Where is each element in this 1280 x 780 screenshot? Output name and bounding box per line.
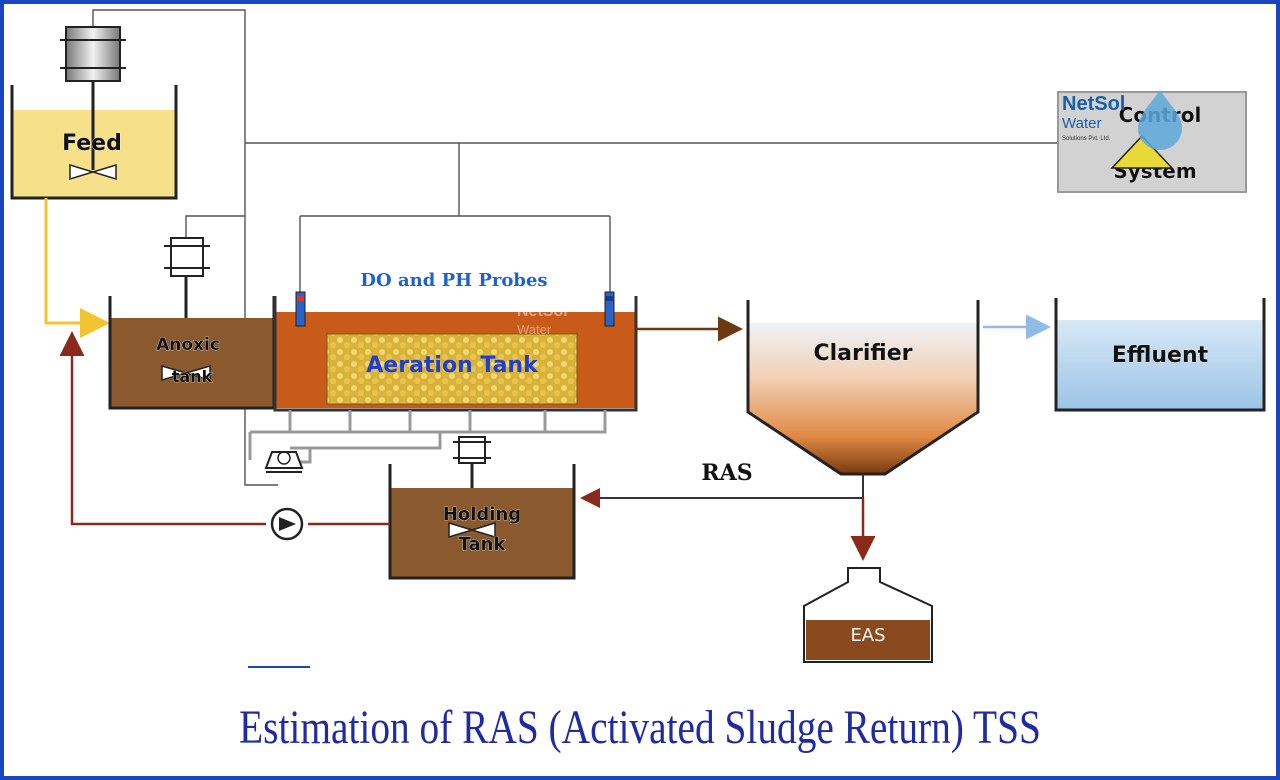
holding-tank: Holding Tank (388, 464, 576, 580)
watermark-name: NetSol (517, 303, 568, 320)
process-diagram: Feed Control System NetSol Water Solutio… (10, 9, 1266, 668)
clarifier: Clarifier (746, 300, 980, 476)
do-probe-icon (295, 291, 306, 327)
anoxic-tank: Anoxic tank (108, 296, 276, 410)
logo-name: NetSol (1062, 93, 1125, 115)
pump-icon (270, 507, 304, 541)
feed-tank: Feed (10, 80, 178, 200)
diagram-caption: Estimation of RAS (Activated Sludge Retu… (239, 701, 1041, 754)
eas-label: EAS (850, 625, 885, 646)
water-drop-icon (1138, 90, 1182, 150)
logo-tagline: Solutions Pvt. Ltd. (1062, 136, 1111, 142)
aeration-label: Aeration Tank (366, 353, 539, 378)
aeration-tank: Aeration Tank NetSol Water (273, 296, 638, 412)
clarifier-label: Clarifier (814, 341, 913, 366)
effluent-label: Effluent (1112, 343, 1209, 368)
signal-lines (92, 9, 1058, 486)
air-diffuser-grid (248, 410, 607, 464)
warning-triangle-icon (1110, 134, 1174, 169)
effluent-tank: Effluent (1054, 298, 1266, 412)
probes-label: DO and PH Probes (360, 270, 547, 291)
holding-label-2: Tank (459, 534, 507, 555)
netsol-logo: NetSol Water Solutions Pvt. Ltd. (1062, 90, 1182, 150)
watermark-sub: Water (517, 322, 552, 337)
ras-label: RAS (701, 460, 752, 486)
return-line-2 (59, 331, 266, 526)
feed-motor-icon (60, 26, 126, 82)
holding-label-1: Holding (443, 504, 521, 525)
blower-icon (264, 451, 304, 473)
anoxic-label-1: Anoxic (156, 335, 220, 355)
ph-probe-icon (604, 291, 615, 327)
feed-label: Feed (62, 131, 122, 156)
feed-line (44, 198, 110, 338)
logo-sub: Water (1062, 115, 1101, 132)
eas-container: EAS (803, 567, 933, 663)
anoxic-label-2: tank (172, 367, 213, 386)
